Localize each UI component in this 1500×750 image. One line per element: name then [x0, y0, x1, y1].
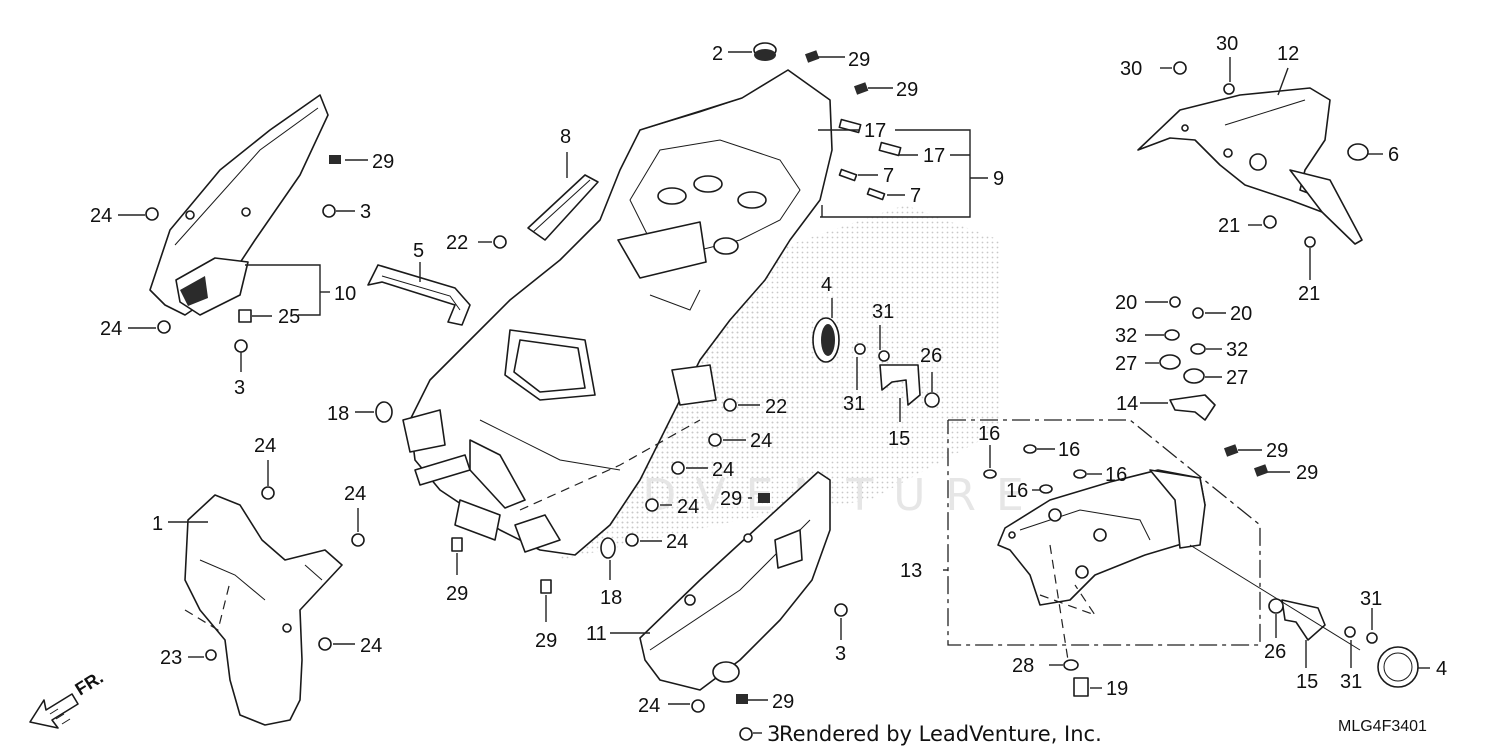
callout-16: 16 [978, 423, 1000, 445]
callout-30: 30 [1216, 33, 1238, 55]
callout-27: 27 [1226, 367, 1248, 389]
strap-part-5[interactable] [367, 264, 471, 326]
callout-32: 32 [1115, 325, 1137, 347]
callout-9: 9 [993, 168, 1004, 190]
callout-3: 3 [360, 201, 371, 223]
callout-5: 5 [413, 240, 424, 262]
callout-24: 24 [677, 496, 699, 518]
callout-29: 29 [1266, 440, 1288, 462]
callout-28: 28 [1012, 655, 1034, 677]
callout-29: 29 [446, 583, 468, 605]
callout-17: 17 [864, 120, 886, 142]
tail-cover-part-12[interactable] [1137, 87, 1363, 245]
leader-lines [118, 51, 1430, 734]
callout-4: 4 [1436, 658, 1447, 680]
callout-16: 16 [1105, 464, 1127, 486]
callout-31: 31 [1340, 671, 1362, 693]
callout-17: 17 [923, 145, 945, 167]
callout-21: 21 [1218, 215, 1240, 237]
arrow-stripes [49, 708, 71, 725]
callout-26: 26 [1264, 641, 1286, 663]
callout-19: 19 [1106, 678, 1128, 700]
rubber-band-part-8[interactable] [527, 174, 599, 241]
callout-8: 8 [560, 126, 571, 148]
callout-24: 24 [254, 435, 276, 457]
callout-24: 24 [666, 531, 688, 553]
side-cover-part-10[interactable] [149, 94, 329, 316]
callout-3: 3 [234, 377, 245, 399]
callout-10: 10 [334, 283, 356, 305]
callout-15: 15 [888, 428, 910, 450]
front-fender-part-1[interactable] [184, 494, 343, 726]
callout-14: 14 [1116, 393, 1138, 415]
callout-29: 29 [896, 79, 918, 101]
callout-29: 29 [720, 488, 742, 510]
callout-12: 12 [1277, 43, 1299, 65]
callout-22: 22 [446, 232, 468, 254]
callout-3-footer: 3 [767, 722, 780, 746]
callout-24: 24 [360, 635, 382, 657]
callout-23: 23 [160, 647, 182, 669]
callout-30: 30 [1120, 58, 1142, 80]
reflector-part-4[interactable] [812, 317, 1419, 688]
callout-29: 29 [372, 151, 394, 173]
callout-3: 3 [835, 643, 846, 665]
fasteners [145, 42, 1378, 741]
callout-26: 26 [920, 345, 942, 367]
callout-16: 16 [1058, 439, 1080, 461]
callout-13: 13 [900, 560, 922, 582]
diagram-code: MLG4F3401 [1338, 718, 1427, 735]
direction-arrow: FR. [29, 667, 107, 729]
callout-27: 27 [1115, 353, 1137, 375]
callout-6: 6 [1388, 144, 1399, 166]
callout-21: 21 [1298, 283, 1320, 305]
stays-part-14-15[interactable] [879, 364, 1326, 641]
callout-31: 31 [872, 301, 894, 323]
rear-fender-part-9[interactable] [402, 69, 833, 556]
callout-25: 25 [278, 306, 300, 328]
callout-labels: 2 29 29 29 24 3 5 8 22 10 25 24 3 18 22 … [90, 33, 1447, 717]
callout-4: 4 [821, 274, 832, 296]
callout-24: 24 [90, 205, 112, 227]
callout-1: 1 [152, 513, 163, 535]
callout-18: 18 [327, 403, 349, 425]
callout-7: 7 [883, 165, 894, 187]
callout-31: 31 [843, 393, 865, 415]
callout-29: 29 [772, 691, 794, 713]
callout-20: 20 [1230, 303, 1252, 325]
callout-18: 18 [600, 587, 622, 609]
direction-label: FR. [72, 667, 107, 699]
license-bracket-part-13[interactable] [997, 469, 1206, 617]
callout-29: 29 [1296, 462, 1318, 484]
callout-11: 11 [586, 623, 607, 645]
callout-29: 29 [848, 49, 870, 71]
side-cover-part-11[interactable] [639, 471, 831, 691]
callout-31: 31 [1360, 588, 1382, 610]
callout-24: 24 [638, 695, 660, 717]
callout-24: 24 [344, 483, 366, 505]
callout-24: 24 [750, 430, 772, 452]
callout-7: 7 [910, 185, 921, 207]
callout-29: 29 [535, 630, 557, 652]
callout-32: 32 [1226, 339, 1248, 361]
callout-22: 22 [765, 396, 787, 418]
callout-2: 2 [712, 43, 723, 65]
callout-16: 16 [1006, 480, 1028, 502]
callout-24: 24 [712, 459, 734, 481]
footer-credit: Rendered by LeadVenture, Inc. [779, 722, 1102, 746]
callout-24: 24 [100, 318, 122, 340]
callout-20: 20 [1115, 292, 1137, 314]
callout-15: 15 [1296, 671, 1318, 693]
